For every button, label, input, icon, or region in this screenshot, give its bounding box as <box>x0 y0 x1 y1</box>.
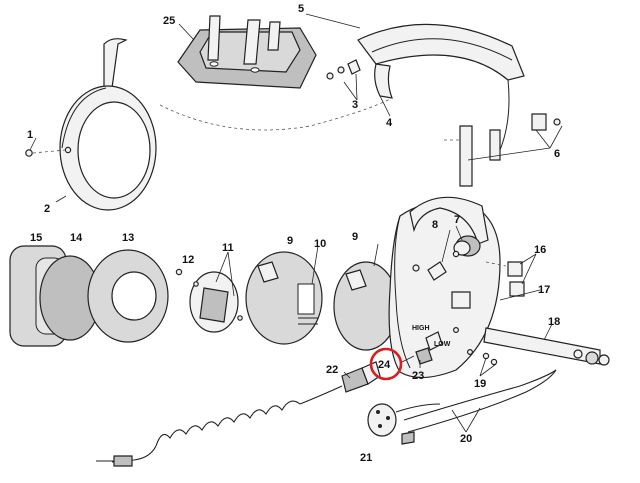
pad-strap-part-5 <box>207 15 281 65</box>
callout-12: 12 <box>182 254 194 266</box>
callout-1: 1 <box>27 129 33 141</box>
boom-arm-part-18 <box>483 327 610 366</box>
switch-label-low: LOW <box>434 341 451 348</box>
leader-lines <box>29 13 563 433</box>
callout-16: 16 <box>534 244 546 256</box>
callout-19: 19 <box>474 378 486 390</box>
highlight-ring <box>369 347 403 381</box>
cushion-ring-part-13 <box>87 249 169 343</box>
callout-10: 10 <box>314 238 326 250</box>
callout-4: 4 <box>386 117 393 129</box>
callout-6: 6 <box>554 148 560 160</box>
callout-7: 7 <box>454 214 460 226</box>
callout-5: 5 <box>298 3 304 15</box>
ear-cup-part-2 <box>59 38 157 211</box>
callout-23: 23 <box>412 370 424 382</box>
callout-8: 8 <box>432 219 438 231</box>
screw-part-12 <box>175 268 183 276</box>
callout-9-left: 9 <box>287 235 293 247</box>
callout-25: 25 <box>163 15 175 27</box>
connector-part-21 <box>367 403 441 437</box>
callout-13: 13 <box>122 232 134 244</box>
callout-20: 20 <box>460 433 472 445</box>
switch-label-high: HIGH <box>412 325 430 332</box>
switch-part-23 <box>415 331 443 365</box>
callout-2: 2 <box>44 203 50 215</box>
clips-part-6 <box>444 113 561 187</box>
callout-17: 17 <box>538 284 550 296</box>
callout-22: 22 <box>326 364 338 376</box>
foam-insert-part-9-right <box>333 261 399 351</box>
coiled-cord <box>96 385 343 467</box>
callout-9-right: 9 <box>352 231 358 243</box>
callout-24: 24 <box>378 359 391 371</box>
callout-15: 15 <box>30 232 42 244</box>
speaker-part-11 <box>189 271 243 333</box>
callout-18: 18 <box>548 316 560 328</box>
cable-part-20 <box>401 369 557 445</box>
volume-knob-part-7 <box>453 235 481 257</box>
screws-part-19 <box>482 352 498 366</box>
connectors-part-16 <box>485 261 525 297</box>
screws-part-3 <box>326 59 361 80</box>
callout-labels: 1 2 3 4 5 6 7 8 9 9 10 11 12 13 14 15 16… <box>27 3 560 464</box>
screw-part-1 <box>25 149 67 157</box>
plug-part-22 <box>341 361 381 393</box>
callout-11: 11 <box>222 242 234 254</box>
callout-14: 14 <box>70 232 83 244</box>
foam-insert-part-9-left <box>245 251 323 345</box>
callout-21: 21 <box>360 452 372 464</box>
callout-3: 3 <box>352 99 358 111</box>
earcup-shell-part-17 <box>388 196 501 379</box>
jack-part-8 <box>427 250 460 281</box>
